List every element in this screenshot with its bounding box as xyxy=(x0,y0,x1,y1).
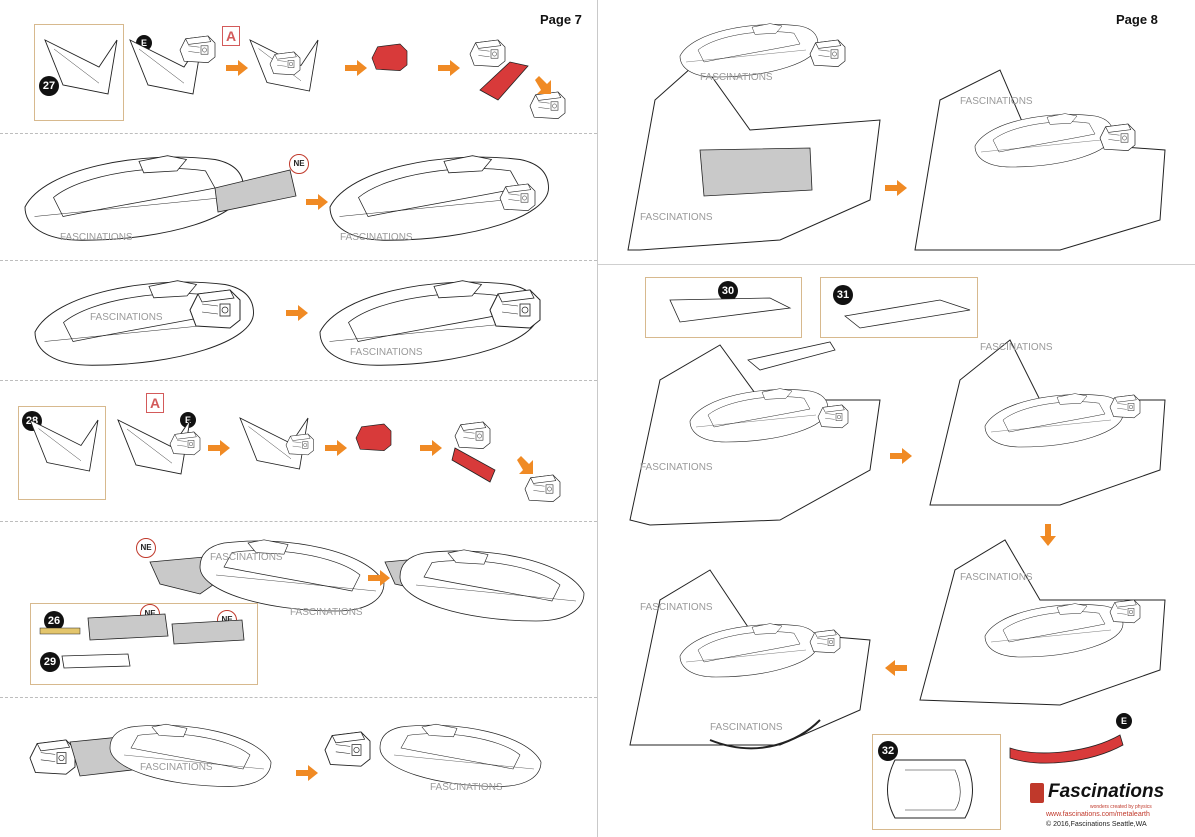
step-badge-30: 30 xyxy=(718,281,738,301)
step-badge-29: 29 xyxy=(40,652,60,672)
orange-arrow-right-icon xyxy=(885,180,907,196)
row-divider xyxy=(0,380,597,381)
step-badge-26: 26 xyxy=(44,611,64,631)
orange-arrow-right-icon xyxy=(226,60,248,76)
part-code-a: A xyxy=(146,393,164,413)
fascinations-logo-icon xyxy=(1030,783,1044,803)
brand-tagline: wonders created by physics xyxy=(1090,804,1152,810)
page-label-left: Page 7 xyxy=(540,12,582,27)
orange-arrow-right-icon xyxy=(286,305,308,321)
svg-text:FASCINATIONS: FASCINATIONS xyxy=(640,602,713,613)
orange-arrow-right-icon xyxy=(296,765,318,781)
svg-text:FASCINATIONS: FASCINATIONS xyxy=(960,572,1033,583)
orange-arrow-right-icon xyxy=(890,448,912,464)
svg-text:FASCINATIONS: FASCINATIONS xyxy=(640,212,713,223)
brand-name: Fascinations xyxy=(1048,781,1165,802)
orange-arrow-right-icon xyxy=(345,60,367,76)
svg-text:FASCINATIONS: FASCINATIONS xyxy=(290,607,363,618)
orange-arrow-right-icon xyxy=(368,570,390,586)
svg-text:FASCINATIONS: FASCINATIONS xyxy=(210,552,283,563)
brand-url: www.fascinations.com/metalearth xyxy=(1046,811,1150,818)
row-divider xyxy=(598,264,1195,265)
step-badge-32: 32 xyxy=(878,741,898,761)
svg-text:FASCINATIONS: FASCINATIONS xyxy=(960,96,1033,107)
svg-text:FASCINATIONS: FASCINATIONS xyxy=(700,72,773,83)
step-badge-31: 31 xyxy=(833,285,853,305)
part-code-e: E xyxy=(180,412,196,428)
svg-text:FASCINATIONS: FASCINATIONS xyxy=(90,312,163,323)
svg-text:FASCINATIONS: FASCINATIONS xyxy=(640,462,713,473)
svg-text:FASCINATIONS: FASCINATIONS xyxy=(430,782,503,793)
row-divider xyxy=(0,521,597,522)
part-code-e: E xyxy=(1116,713,1132,729)
row-divider xyxy=(0,133,597,134)
row-divider xyxy=(0,697,597,698)
part-code-ne: NE xyxy=(136,538,156,558)
page-label-right: Page 8 xyxy=(1116,12,1158,27)
step-badge-27: 27 xyxy=(39,76,59,96)
orange-arrow-left-icon xyxy=(885,660,907,676)
svg-text:FASCINATIONS: FASCINATIONS xyxy=(980,342,1053,353)
orange-arrow-right-icon xyxy=(208,440,230,456)
orange-arrow-right-icon xyxy=(325,440,347,456)
orange-arrow-down-icon xyxy=(1040,524,1056,546)
orange-arrow-right-icon xyxy=(420,440,442,456)
part-code-a: A xyxy=(222,26,240,46)
svg-text:FASCINATIONS: FASCINATIONS xyxy=(60,232,133,243)
brand-copyright: © 2016,Fascinations Seattle,WA xyxy=(1046,821,1147,828)
orange-arrow-diag-icon xyxy=(517,456,533,474)
svg-text:FASCINATIONS: FASCINATIONS xyxy=(350,347,423,358)
svg-text:FASCINATIONS: FASCINATIONS xyxy=(710,722,783,733)
part-code-ne: NE xyxy=(289,154,309,174)
svg-text:FASCINATIONS: FASCINATIONS xyxy=(140,762,213,773)
page-divider xyxy=(597,0,598,837)
svg-text:FASCINATIONS: FASCINATIONS xyxy=(340,232,413,243)
orange-arrow-right-icon xyxy=(438,60,460,76)
orange-arrow-right-icon xyxy=(306,194,328,210)
row-divider xyxy=(0,260,597,261)
orange-arrow-diag-icon xyxy=(535,76,551,94)
